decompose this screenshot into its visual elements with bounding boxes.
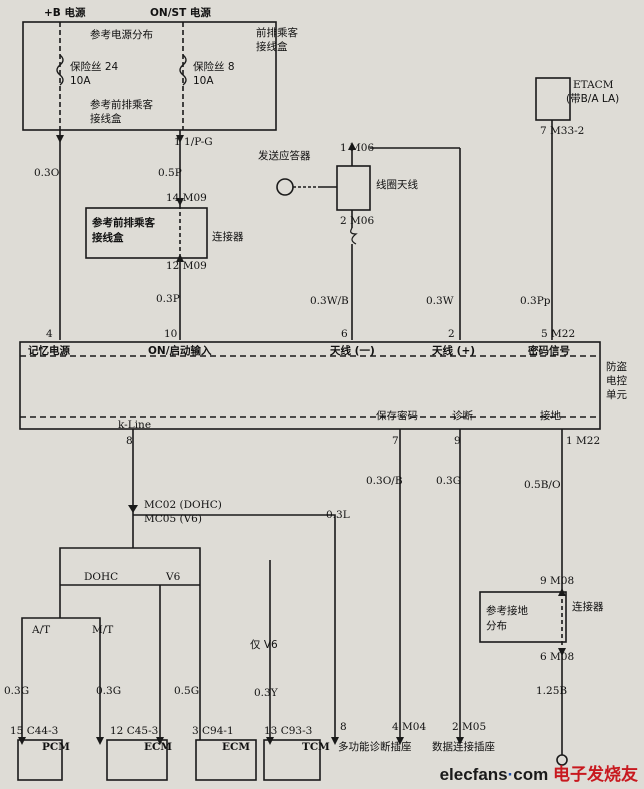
- mc05-label: MC05 (V6): [144, 513, 202, 525]
- save-code-label: 保存密码: [376, 410, 418, 422]
- connector-m08-bot: 6 M08: [540, 651, 575, 663]
- pin-10: 10: [164, 328, 178, 340]
- wire-03g-pcm: 0.3G: [4, 685, 30, 697]
- connector-m04: 4 M04: [392, 721, 427, 733]
- pin-7: 7: [392, 435, 399, 447]
- wire-03pp: 0.3Pp: [520, 295, 551, 307]
- ecm-label-1: ECM: [144, 741, 172, 753]
- memory-power-label: 记忆电源: [28, 345, 70, 357]
- wire-03g-mid: 0.3G: [436, 475, 462, 487]
- b-plus-power-label: +B 电源: [44, 7, 86, 19]
- immobilizer-label-3: 单元: [606, 389, 627, 401]
- wire-05p: 0.5P: [158, 167, 182, 179]
- watermark-com: com: [513, 765, 549, 784]
- code-signal-label: 密码信号: [528, 345, 570, 357]
- connector-c45: 12 C45-3: [110, 725, 159, 737]
- wire-03ob: 0.3O/B: [366, 475, 403, 487]
- connector-m09-bot: 12 M09: [166, 260, 207, 272]
- ref-junction-box-label: 参考前排乘客: [92, 217, 155, 229]
- watermark: elecfans·com 电子发烧友: [440, 760, 638, 785]
- connector-p-g: 1 1/P-G: [174, 136, 213, 148]
- on-start-input-label: ON/启动输入: [148, 345, 212, 357]
- tcm-label: TCM: [302, 741, 330, 753]
- connector-m22-top: 5 M22: [541, 328, 576, 340]
- pin-2: 2: [448, 328, 455, 340]
- connector-m06-top: 1 M06: [340, 142, 375, 154]
- junction-box-outline: [22, 21, 277, 131]
- etacm-label: ETACM: [573, 79, 614, 91]
- pin-9: 9: [454, 435, 461, 447]
- wire-03wb: 0.3W/B: [310, 295, 349, 307]
- mc02-label: MC02 (DOHC): [144, 499, 222, 511]
- on-st-power-label: ON/ST 电源: [150, 7, 211, 19]
- etacm-sub-label: (带B/A LA): [566, 93, 620, 105]
- connector-m08-top: 9 M08: [540, 575, 575, 587]
- ref-junction-box-label-2: 接线盒: [92, 232, 124, 244]
- connector-m05: 2 M05: [452, 721, 487, 733]
- connector-m22-bot: 1 M22: [566, 435, 601, 447]
- at-label: A/T: [32, 624, 51, 636]
- wire-125b: 1.25B: [536, 685, 568, 697]
- pin-4: 4: [46, 328, 53, 340]
- antenna-minus-label: 天线 (一): [330, 345, 375, 357]
- ref-ground-label: 参考接地: [486, 605, 528, 617]
- mt-label: M/T: [92, 624, 114, 636]
- connector-m33: 7 M33-2: [540, 125, 585, 137]
- front-junction-label-2: 接线盒: [256, 41, 288, 53]
- connector-word-2: 连接器: [572, 601, 604, 613]
- fuse-24-label: 保险丝 24: [70, 61, 119, 73]
- transponder-label: 发送应答器: [258, 150, 311, 162]
- connector-c93: 13 C93-3: [264, 725, 313, 737]
- wire-03y: 0.3Y: [254, 687, 278, 699]
- watermark-dot: ·: [507, 765, 514, 784]
- connector-m06-bot: 2 M06: [340, 215, 375, 227]
- fuse-8-label: 保险丝 8: [193, 61, 235, 73]
- antenna-plus-label: 天线 (+): [432, 345, 476, 357]
- connector-c44: 15 C44-3: [10, 725, 59, 737]
- fuse-24-amp: 10A: [70, 75, 91, 87]
- watermark-elecfans: elecfans: [439, 765, 508, 784]
- only-v6-label: 仅 V6: [250, 639, 278, 651]
- diagnosis-label: 诊断: [452, 410, 473, 422]
- immobilizer-label-2: 电控: [606, 375, 627, 387]
- wire-03w: 0.3W: [426, 295, 454, 307]
- wire-03o: 0.3O: [34, 167, 60, 179]
- ref-junction-label-2: 接线盒: [90, 113, 122, 125]
- front-junction-label: 前排乘客: [256, 27, 298, 39]
- wire-03l: 0.3L: [326, 509, 350, 521]
- connector-m09-top: 14 M09: [166, 192, 207, 204]
- ground-label: 接地: [540, 410, 561, 422]
- data-link-label: 数据连接插座: [432, 741, 495, 753]
- pin-8-diag: 8: [340, 721, 347, 733]
- multi-diag-label: 多功能诊断插座: [338, 741, 412, 753]
- watermark-cn: 电子发烧友: [548, 765, 638, 784]
- fuse-8-amp: 10A: [193, 75, 214, 87]
- ecm-label-2: ECM: [222, 741, 250, 753]
- pin-6: 6: [341, 328, 348, 340]
- dohc-label: DOHC: [84, 571, 119, 583]
- ref-ground-label-2: 分布: [486, 620, 507, 632]
- ref-junction-label: 参考前排乘客: [90, 99, 153, 111]
- connector-c94: 3 C94-1: [192, 725, 234, 737]
- pcm-label: PCM: [42, 741, 70, 753]
- pin-8-kline: 8: [126, 435, 133, 447]
- immobilizer-label-1: 防盗: [606, 361, 627, 373]
- wire-05bo: 0.5B/O: [524, 479, 561, 491]
- wire-03p: 0.3P: [156, 293, 180, 305]
- v6-label: V6: [166, 571, 181, 583]
- coil-antenna-label: 线圈天线: [376, 179, 418, 191]
- ref-power-dist-label: 参考电源分布: [90, 29, 153, 41]
- wire-03g-ecm: 0.3G: [96, 685, 122, 697]
- k-line-label: k-Line: [118, 419, 152, 431]
- wire-05g: 0.5G: [174, 685, 200, 697]
- connector-word-label: 连接器: [212, 231, 244, 243]
